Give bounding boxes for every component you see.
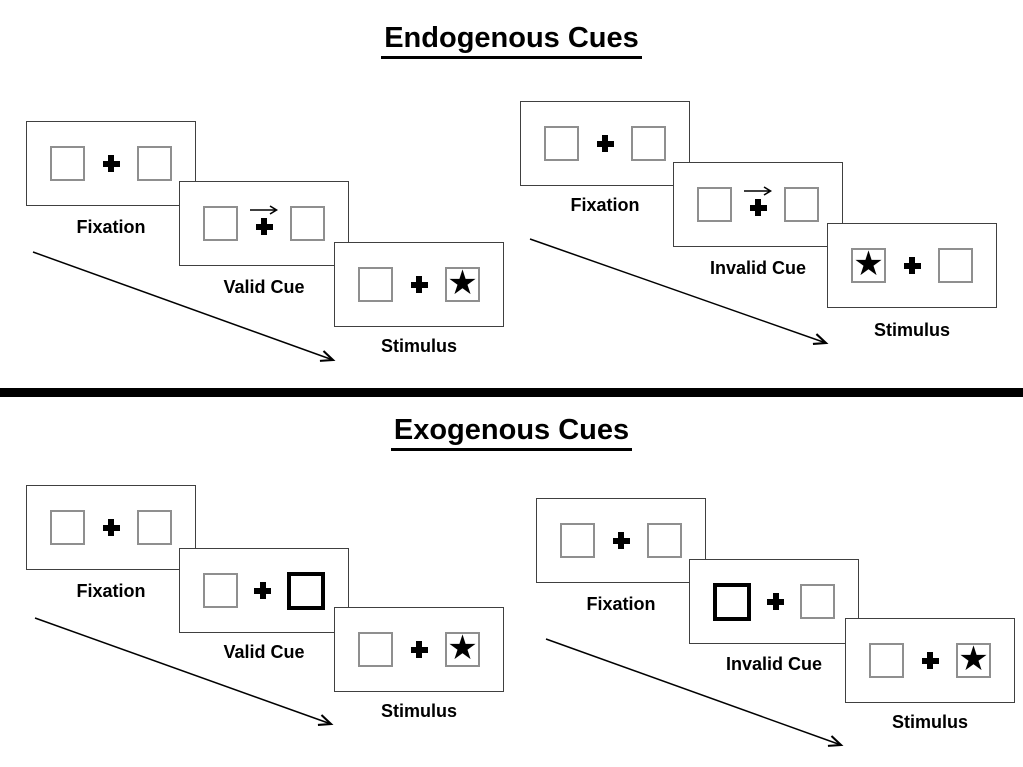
cross-icon	[612, 532, 630, 549]
star-icon: ★	[853, 244, 884, 283]
right-box-with-star: ★	[956, 639, 991, 678]
valid-cue-panel	[179, 548, 349, 633]
left-box-highlighted	[713, 582, 751, 621]
right-box	[784, 187, 819, 222]
left-box	[560, 523, 595, 558]
right-box-highlighted	[287, 571, 325, 610]
fixation-panel	[520, 101, 690, 186]
right-box	[647, 523, 682, 558]
right-box	[137, 146, 172, 181]
fixation-panel	[26, 485, 196, 570]
section-divider	[0, 388, 1023, 397]
panel-label: Fixation	[76, 581, 146, 601]
cross-icon	[410, 641, 428, 658]
arrow-right-icon	[250, 205, 279, 215]
cross-icon	[254, 582, 271, 599]
right-box	[631, 126, 666, 161]
right-box-with-star: ★	[445, 628, 480, 667]
left-box	[358, 267, 393, 302]
panel-label: Invalid Cue	[725, 654, 823, 674]
panel-label: Stimulus	[891, 712, 968, 732]
panel-label: Fixation	[76, 217, 146, 237]
fixation-panel	[26, 121, 196, 206]
star-icon: ★	[447, 263, 478, 302]
panel-label: Stimulus	[380, 336, 457, 356]
left-box	[203, 206, 238, 241]
invalid-cue-panel	[673, 162, 843, 247]
star-icon: ★	[447, 628, 478, 667]
right-box	[938, 248, 973, 283]
stimulus-panel: ★	[827, 223, 997, 308]
cross-icon	[596, 135, 614, 152]
fixation-panel	[536, 498, 706, 583]
left-box	[869, 643, 904, 678]
timeline-arrow-exogenous-valid	[34, 617, 334, 726]
panel-label: Fixation	[586, 594, 656, 614]
right-box-with-star: ★	[445, 263, 480, 302]
panel-label: Invalid Cue	[709, 258, 807, 278]
left-box	[358, 632, 393, 667]
exogenous-title-text: Exogenous Cues	[390, 414, 633, 451]
stimulus-panel: ★	[845, 618, 1015, 703]
endogenous-section-title: Endogenous Cues	[0, 22, 1023, 59]
left-box	[50, 510, 85, 545]
panel-label: Stimulus	[873, 320, 950, 340]
cross-icon	[921, 652, 939, 669]
right-box	[290, 206, 325, 241]
cross-icon	[255, 218, 273, 235]
timeline-arrow-endogenous-valid	[32, 251, 336, 362]
right-box	[137, 510, 172, 545]
panel-label: Stimulus	[380, 701, 457, 721]
right-box	[800, 584, 835, 619]
endogenous-title-text: Endogenous Cues	[381, 22, 642, 59]
star-icon: ★	[958, 639, 989, 678]
cross-icon	[102, 155, 120, 172]
arrow-right-icon	[744, 186, 773, 196]
left-box-with-star: ★	[851, 244, 886, 283]
left-box	[544, 126, 579, 161]
panel-label: Fixation	[570, 195, 640, 215]
invalid-cue-panel	[689, 559, 859, 644]
left-box	[203, 573, 238, 608]
left-box	[50, 146, 85, 181]
cross-icon	[410, 276, 428, 293]
panel-label: Valid Cue	[223, 642, 305, 662]
timeline-arrow-endogenous-invalid	[529, 238, 829, 346]
valid-cue-panel	[179, 181, 349, 266]
cross-icon	[767, 593, 784, 610]
exogenous-section-title: Exogenous Cues	[0, 414, 1023, 451]
stimulus-panel: ★	[334, 607, 504, 692]
stimulus-panel: ★	[334, 242, 504, 327]
cross-icon	[749, 199, 767, 216]
left-box	[697, 187, 732, 222]
cross-icon	[903, 257, 921, 274]
panel-label: Valid Cue	[223, 277, 305, 297]
cross-icon	[102, 519, 120, 536]
